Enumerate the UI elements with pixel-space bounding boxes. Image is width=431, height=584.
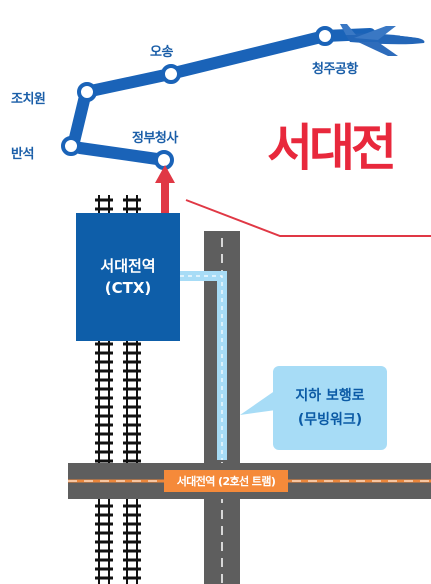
airplane-icon	[340, 24, 425, 56]
station-label-jochiwon: 조치원	[11, 92, 46, 107]
station-box-line1: 서대전역	[100, 257, 156, 275]
station-nodes	[61, 26, 335, 170]
station-node-osong	[161, 64, 181, 84]
station-node-government	[154, 150, 174, 170]
callout-line2: (무빙워크)	[297, 412, 363, 428]
headline-text: 서대전	[267, 119, 397, 177]
station-label-cheongju-airport: 청주공항	[312, 62, 358, 77]
station-node-airport	[315, 26, 335, 46]
walkway-callout: 지하 보행로 (무빙워크)	[273, 366, 387, 450]
station-node-jochiwon	[77, 82, 97, 102]
callout-pointer	[240, 390, 276, 415]
station-label-bangseok: 반석	[11, 147, 34, 162]
station-label-government-complex: 정부청사	[132, 131, 178, 146]
station-label-osong: 오송	[150, 45, 173, 60]
callout-line1: 지하 보행로	[295, 388, 365, 404]
connector-line	[185, 199, 431, 237]
tram-station-label: 서대전역 (2호선 트램)	[164, 470, 288, 492]
station-box-line2: (CTX)	[104, 279, 152, 297]
station-node-bangseok	[61, 136, 81, 156]
underground-walkway	[180, 271, 227, 460]
seodaejeon-station-box: 서대전역 (CTX)	[76, 213, 180, 341]
